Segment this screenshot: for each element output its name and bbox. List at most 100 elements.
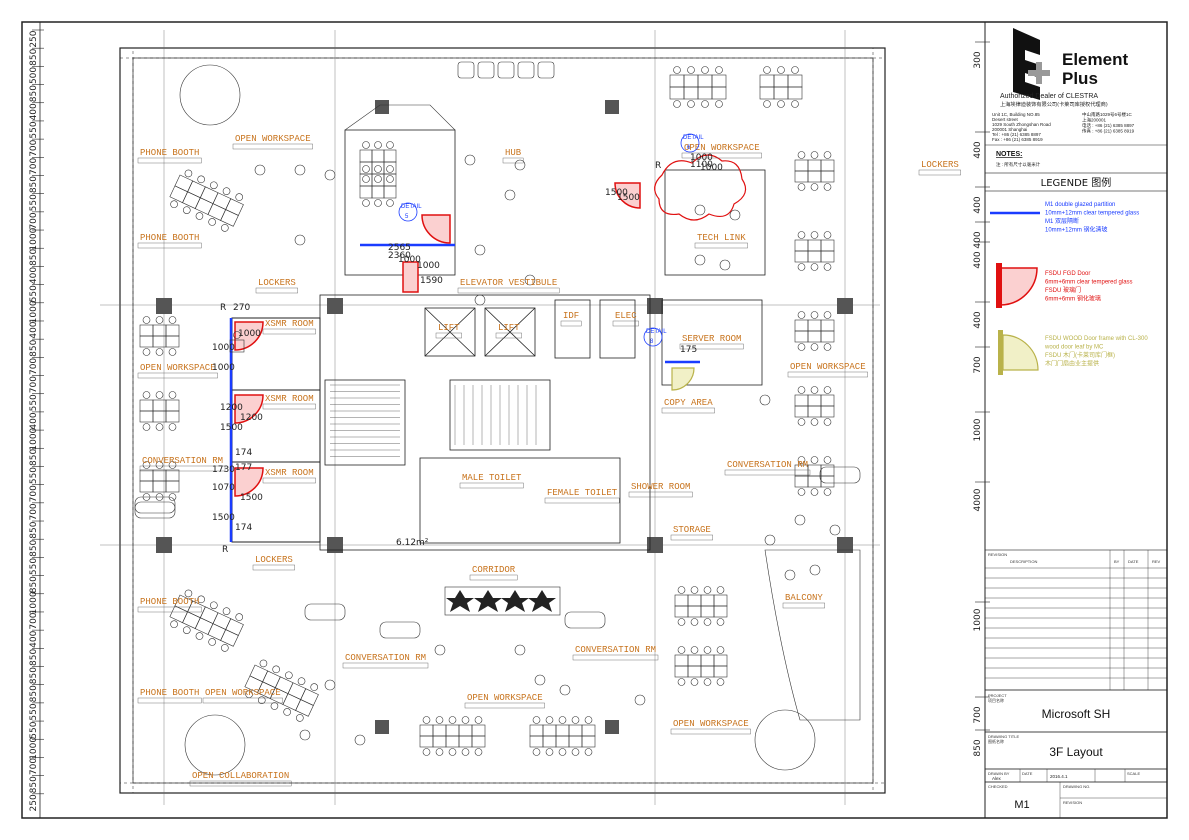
detail-number: 8 — [650, 339, 654, 345]
desk — [807, 319, 822, 332]
label-tag — [262, 403, 316, 410]
label-tag — [572, 654, 659, 661]
label-tag — [502, 157, 524, 164]
desk — [568, 724, 583, 737]
legend-line: 10mm+12mm clear tempered glass — [1045, 211, 1139, 217]
workstation-cluster — [674, 646, 728, 686]
planter-box — [444, 586, 561, 616]
desk — [820, 159, 835, 172]
dimension-text: 850 — [29, 776, 39, 793]
address-line: Tel : +86 (21) 6385 8897 — [992, 132, 1041, 137]
lounge-chair — [254, 164, 266, 176]
label-tag — [189, 780, 292, 787]
project-label: PROJECT — [988, 693, 1007, 698]
chair — [235, 613, 244, 621]
dimension-text: 4000 — [973, 488, 983, 511]
lounge-chair — [504, 189, 516, 201]
desk — [199, 606, 219, 625]
chair — [474, 748, 483, 756]
desk — [165, 410, 180, 423]
room-label-conversation-rm-2: CONVERSATION RM — [727, 460, 808, 470]
chair — [823, 311, 832, 319]
desk — [220, 629, 239, 647]
dimension-text: 400 — [973, 231, 983, 248]
desk — [807, 250, 822, 263]
desk — [669, 86, 685, 100]
locker-unit — [497, 61, 515, 79]
desk — [229, 339, 245, 353]
lift-shaft-1 — [424, 307, 476, 357]
dimension-text: 1000 — [973, 418, 983, 441]
desk — [683, 86, 699, 100]
window-frieze-top — [132, 47, 874, 59]
desk — [471, 724, 486, 737]
chair — [810, 231, 819, 239]
chair — [155, 461, 164, 469]
desk — [542, 735, 557, 748]
column — [156, 298, 172, 314]
lounge-chair — [294, 234, 306, 246]
dimension-text: 700 — [29, 212, 39, 229]
chair — [222, 187, 231, 195]
chair — [777, 100, 785, 108]
chair — [374, 175, 382, 183]
room-label-open-workspace-4: OPEN WORKSPACE — [790, 362, 866, 372]
label-tag — [782, 602, 825, 609]
drawing-title-label-cn: 图纸名称 — [988, 738, 1004, 744]
chair — [797, 386, 806, 394]
chair — [259, 659, 268, 668]
chair — [797, 343, 806, 351]
chair — [142, 461, 151, 469]
column — [837, 298, 853, 314]
chair — [362, 165, 370, 173]
chair — [823, 386, 832, 394]
desk — [207, 203, 227, 221]
conversation-table — [134, 501, 176, 519]
chair — [208, 638, 216, 646]
dimension-text: 400 — [973, 141, 983, 158]
room-marker-r: R — [222, 545, 228, 555]
workstation-cluster — [139, 316, 180, 356]
locker-unit — [457, 61, 475, 79]
desk — [165, 399, 180, 412]
dimension-text: 250 — [29, 30, 39, 47]
lift-shaft-2 — [484, 307, 536, 357]
chair — [677, 678, 686, 686]
chair — [823, 151, 832, 159]
dimension-text: 1000 — [29, 227, 39, 250]
desk — [581, 735, 596, 748]
chair — [155, 391, 164, 399]
label-tag — [628, 491, 693, 498]
label-tag — [435, 332, 462, 339]
planter — [474, 590, 502, 612]
chair — [797, 311, 806, 319]
lounge-chair — [694, 204, 706, 216]
stair-treads — [330, 384, 537, 457]
dimension-text: 700 — [29, 376, 39, 393]
room-label-female-toilet: FEMALE TOILET — [547, 488, 618, 498]
planter — [528, 590, 556, 612]
room-label-phone-booth-3: PHONE BOOTH — [140, 597, 199, 607]
desk — [199, 186, 219, 205]
door-dimension-text: 174 — [235, 523, 252, 533]
desk — [794, 475, 809, 488]
chair — [374, 165, 382, 173]
door-dimension-text: 1100 — [690, 160, 713, 170]
drawing-no-row — [984, 781, 1168, 819]
chair — [810, 343, 819, 351]
planter — [446, 590, 474, 612]
room-label-tech-link: TECH LINK — [697, 233, 746, 243]
chair — [571, 748, 580, 756]
label-tag — [560, 320, 582, 327]
room-marker-r: R — [220, 303, 226, 313]
notes-heading: NOTES: — [996, 151, 1022, 158]
locker-unit — [517, 61, 535, 79]
detail-prefix: DETAIL — [646, 329, 667, 335]
stair-1 — [324, 379, 406, 466]
desk — [713, 665, 728, 678]
lounge-chair — [474, 294, 486, 306]
